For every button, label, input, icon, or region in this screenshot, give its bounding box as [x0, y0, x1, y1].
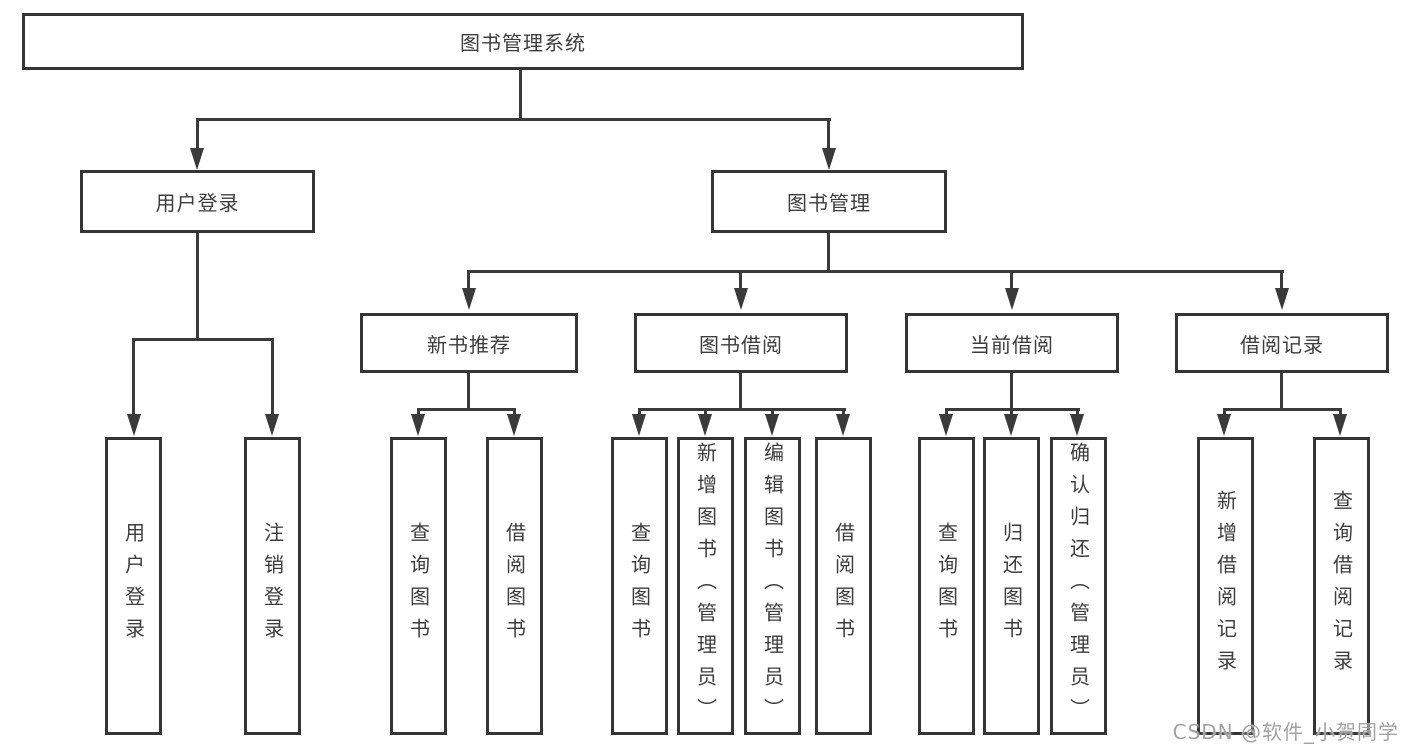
node-new-book-recommend: 新书推荐	[360, 313, 578, 373]
arrow-down-icon	[411, 414, 425, 436]
node-label: 借阅图书	[502, 522, 527, 650]
node-label: 查询图书	[627, 522, 652, 650]
node-current-query-books: 查询图书	[918, 437, 975, 735]
connector-line	[467, 372, 470, 408]
node-label: 图书管理系统	[460, 31, 586, 55]
node-label: 借阅记录	[1240, 332, 1324, 357]
connector-line	[417, 408, 516, 411]
connector-line	[1076, 408, 1079, 416]
arrow-down-icon	[127, 414, 141, 436]
connector-line	[739, 270, 742, 290]
node-label: 新增借阅记录	[1213, 490, 1238, 682]
csdn-watermark: CSDN @软件_小贺同学	[1172, 720, 1399, 744]
node-current-borrow: 当前借阅	[905, 313, 1119, 373]
connector-line	[771, 408, 774, 416]
node-library-management-system: 图书管理系统	[22, 13, 1024, 70]
node-book-borrow: 图书借阅	[634, 313, 848, 373]
arrow-down-icon	[1217, 414, 1231, 436]
node-label: 查询借阅记录	[1329, 490, 1354, 682]
connector-line	[196, 118, 199, 150]
connector-line	[271, 338, 274, 416]
arrow-down-icon	[836, 414, 850, 436]
arrow-down-icon	[265, 414, 279, 436]
arrow-down-icon	[507, 414, 521, 436]
node-label: 新书推荐	[427, 332, 511, 357]
arrow-down-icon	[765, 414, 779, 436]
node-label: 借阅图书	[831, 522, 856, 650]
node-label: 注销登录	[260, 522, 285, 650]
node-label: 编辑图书（管理员）	[760, 442, 785, 730]
arrow-down-icon	[939, 414, 953, 436]
node-label: 查询图书	[934, 522, 959, 650]
node-label: 当前借阅	[970, 332, 1054, 357]
node-return-books: 归还图书	[983, 437, 1040, 735]
connector-line	[196, 232, 199, 338]
node-label: 图书借阅	[699, 332, 783, 357]
arrow-down-icon	[1275, 288, 1289, 310]
arrow-down-icon	[462, 288, 476, 310]
connector-line	[467, 270, 470, 290]
arrow-down-icon	[632, 414, 646, 436]
connector-line	[1280, 270, 1283, 290]
node-user-login: 用户登录	[105, 437, 162, 735]
node-label: 用户登录	[155, 191, 240, 215]
node-label: 确认归还（管理员）	[1066, 442, 1091, 730]
connector-line	[1010, 372, 1013, 408]
connector-line	[1010, 408, 1013, 416]
node-borrow-query-books: 查询图书	[611, 437, 668, 735]
node-logout: 注销登录	[244, 437, 301, 735]
node-edit-books-admin: 编辑图书（管理员）	[744, 437, 801, 735]
connector-line	[467, 270, 1284, 273]
node-borrow-records: 借阅记录	[1175, 313, 1389, 373]
arrow-down-icon	[1333, 414, 1347, 436]
arrow-down-icon	[1005, 288, 1019, 310]
connector-line	[132, 338, 274, 341]
connector-line	[1339, 408, 1342, 416]
connector-line	[1223, 408, 1226, 416]
node-add-books-admin: 新增图书（管理员）	[677, 437, 734, 735]
connector-line	[1280, 372, 1283, 408]
connector-line	[827, 232, 830, 270]
arrow-down-icon	[734, 288, 748, 310]
arrow-down-icon	[1070, 414, 1084, 436]
node-label: 查询图书	[406, 522, 431, 650]
connector-line	[827, 118, 830, 150]
connector-line	[196, 118, 831, 121]
node-label: 归还图书	[999, 522, 1024, 650]
node-query-borrow-record: 查询借阅记录	[1313, 437, 1370, 735]
connector-line	[945, 408, 948, 416]
arrow-down-icon	[822, 148, 836, 170]
connector-line	[417, 408, 420, 416]
arrow-down-icon	[190, 148, 204, 170]
connector-line	[1010, 270, 1013, 290]
node-label: 用户登录	[121, 522, 146, 650]
connector-line	[638, 408, 641, 416]
connector-line	[739, 372, 742, 408]
node-confirm-return-admin: 确认归还（管理员）	[1050, 437, 1107, 735]
node-label: 新增图书（管理员）	[693, 442, 718, 730]
arrow-down-icon	[698, 414, 712, 436]
node-add-borrow-record: 新增借阅记录	[1197, 437, 1254, 735]
connector-line	[519, 69, 522, 118]
connector-line	[704, 408, 707, 416]
connector-line	[638, 408, 846, 411]
node-newbook-query-books: 查询图书	[390, 437, 447, 735]
node-label: 图书管理	[787, 191, 871, 215]
node-book-management-branch: 图书管理	[711, 170, 947, 233]
connector-line	[1223, 408, 1341, 411]
connector-line	[132, 338, 135, 416]
node-newbook-borrow-books: 借阅图书	[486, 437, 543, 735]
connector-line	[513, 408, 516, 416]
connector-line	[842, 408, 845, 416]
arrow-down-icon	[1004, 414, 1018, 436]
node-user-login-branch: 用户登录	[80, 170, 315, 233]
node-borrow-borrow-books: 借阅图书	[815, 437, 872, 735]
